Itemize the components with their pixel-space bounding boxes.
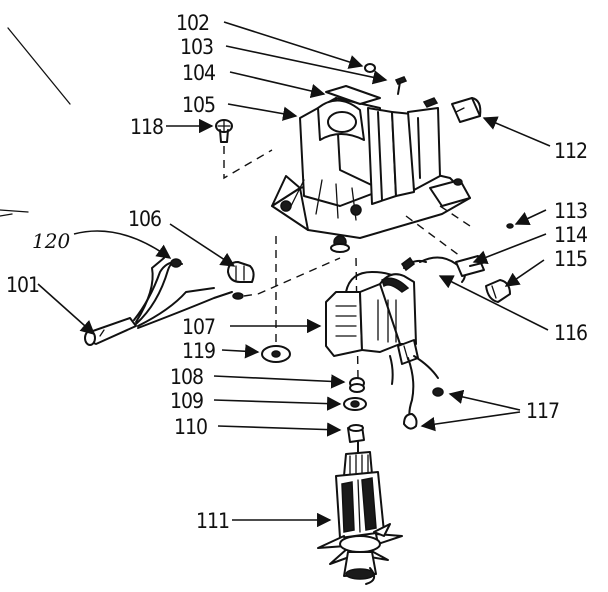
callout-104: 104: [182, 61, 215, 85]
callout-102: 102: [176, 11, 209, 35]
callout-119: 119: [182, 339, 215, 363]
brush-112: [451, 97, 482, 123]
field-coil-107: [325, 271, 444, 430]
callout-116: 116: [554, 321, 587, 345]
callout-110: 110: [174, 415, 207, 439]
callout-118: 118: [130, 115, 163, 139]
callout-107: 107: [182, 315, 215, 339]
switch-parts-113-116: [400, 223, 514, 303]
armature-111: [317, 441, 403, 585]
callout-113: 113: [554, 199, 587, 223]
callout-120: 120: [32, 229, 70, 253]
screw-118: [215, 119, 233, 143]
callout-labels: 102 103 104 105 118 112 106 120 101 113 …: [6, 11, 588, 533]
bearing-stack-108-110: [343, 377, 367, 443]
callout-109: 109: [170, 389, 203, 413]
callout-105: 105: [182, 93, 215, 117]
callout-112: 112: [554, 139, 587, 163]
callout-103: 103: [180, 35, 213, 59]
callout-111: 111: [196, 509, 229, 533]
small-parts-102-103: [364, 63, 439, 108]
callout-115: 115: [554, 247, 587, 271]
power-cord-101: [84, 257, 244, 346]
callout-108: 108: [170, 365, 203, 389]
callout-leaders: [37, 21, 551, 528]
scan-marks: [0, 27, 71, 217]
callout-101: 101: [6, 273, 39, 297]
callout-114: 114: [554, 223, 587, 247]
washer-119: [261, 345, 291, 363]
callout-106: 106: [128, 207, 161, 231]
callout-117: 117: [526, 399, 559, 423]
brush-holder-frame: [271, 85, 471, 253]
